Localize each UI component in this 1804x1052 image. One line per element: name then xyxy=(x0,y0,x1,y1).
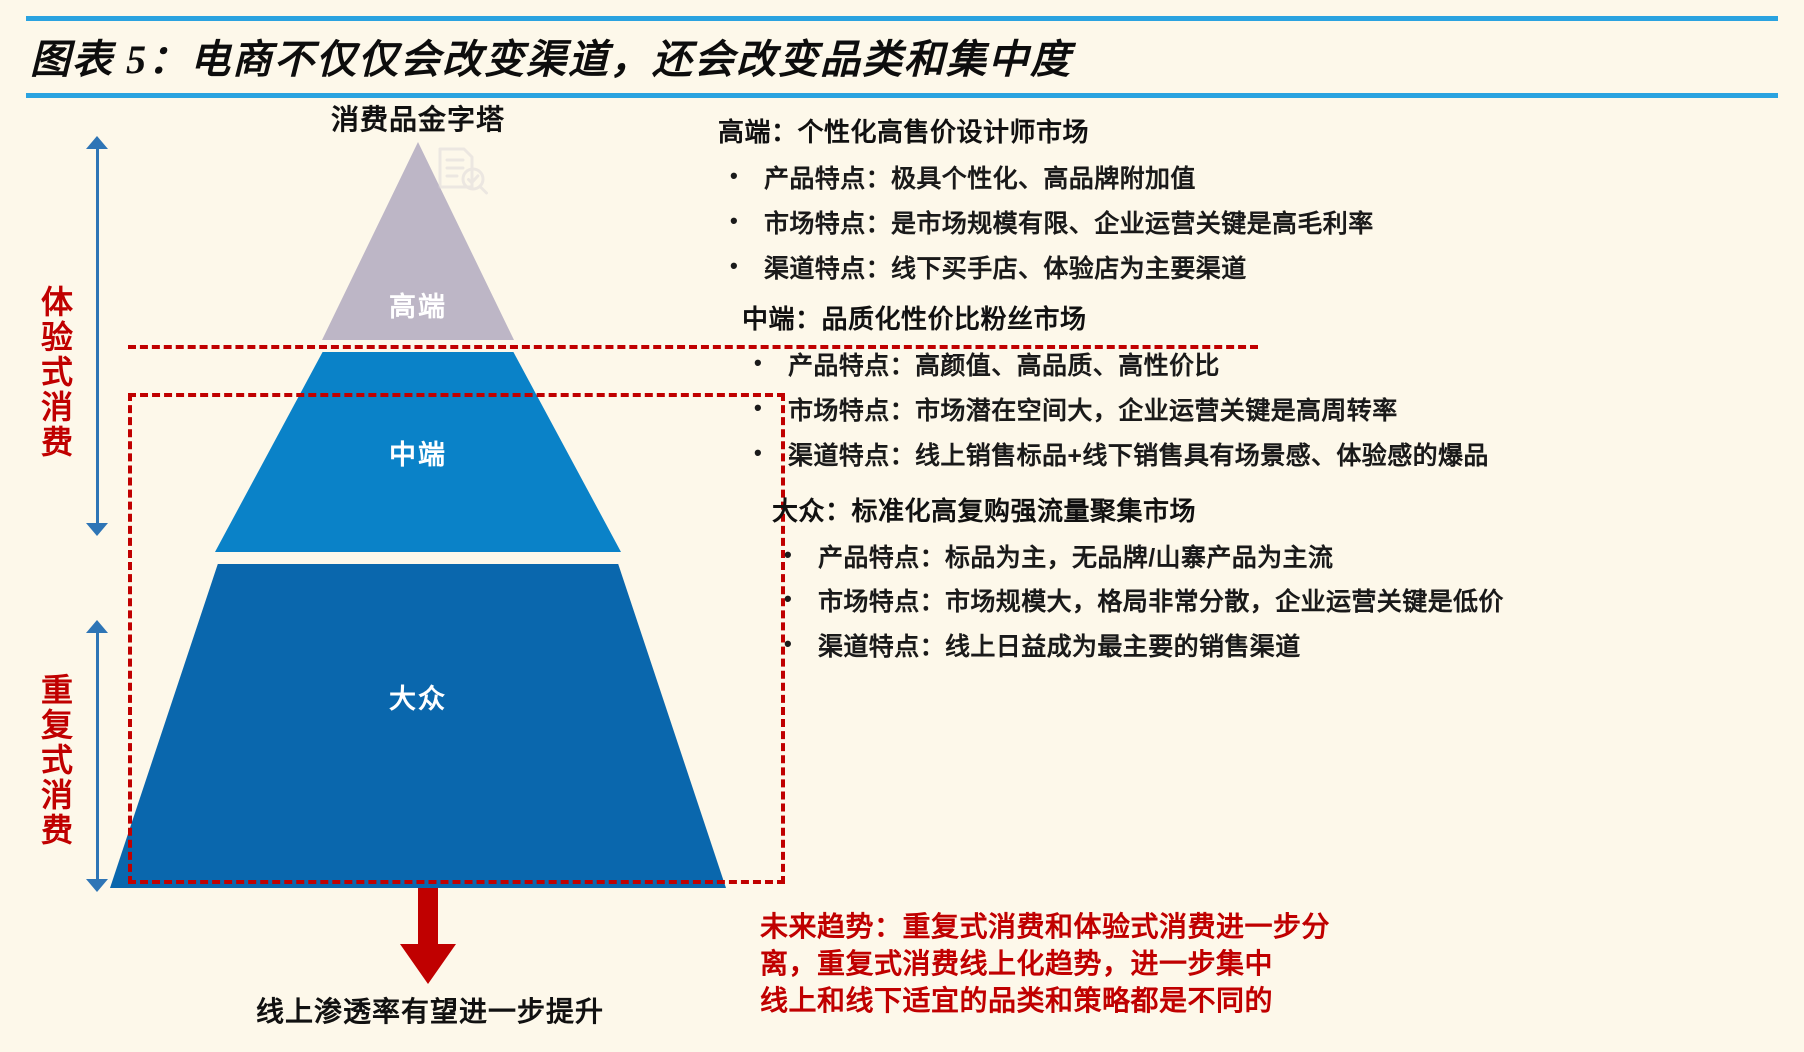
arrow-head-up-icon xyxy=(86,620,108,633)
title-rule-top xyxy=(26,16,1778,21)
axis-label-repeat-consumption: 重复式消费 xyxy=(37,672,73,848)
list-item: 产品特点：极具个性化、高品牌附加值 xyxy=(718,163,1788,194)
pyramid-tier-mass: 大众 xyxy=(110,564,726,888)
arrow-head-up-icon xyxy=(86,136,108,149)
conclusion-text: 未来趋势：重复式消费和体验式消费进一步分 离，重复式消费线上化趋势，进一步集中 … xyxy=(760,908,1780,1020)
pyramid-tier-mid: 中端 xyxy=(215,352,621,552)
down-arrow-icon xyxy=(400,888,456,984)
list-item: 市场特点：市场规模大，格局非常分散，企业运营关键是低价 xyxy=(772,586,1788,617)
conclusion-line: 离，重复式消费线上化趋势，进一步集中 xyxy=(760,948,1274,980)
list-item: 渠道特点：线下买手店、体验店为主要渠道 xyxy=(718,253,1788,284)
list-item: 市场特点：是市场规模有限、企业运营关键是高毛利率 xyxy=(718,208,1788,239)
focus-box-top-dashed-line xyxy=(128,345,1258,349)
list-item: 渠道特点：线上日益成为最主要的销售渠道 xyxy=(772,631,1788,662)
arrow-head-down-icon xyxy=(86,523,108,536)
conclusion-line: 线上和线下适宜的品类和策略都是不同的 xyxy=(760,985,1274,1017)
arrow-shaft xyxy=(96,630,99,882)
list-item: 市场特点：市场潜在空间大，企业运营关键是高周转率 xyxy=(742,395,1788,426)
details-panel: 高端：个性化高售价设计师市场 产品特点：极具个性化、高品牌附加值 市场特点：是市… xyxy=(718,112,1788,678)
bullet-list: 产品特点：极具个性化、高品牌附加值 市场特点：是市场规模有限、企业运营关键是高毛… xyxy=(718,163,1788,284)
title-rule-bottom xyxy=(26,93,1778,98)
arrow-head-down-icon xyxy=(86,879,108,892)
arrow-shaft xyxy=(96,146,99,526)
bullet-list: 产品特点：标品为主，无品牌/山寨产品为主流 市场特点：市场规模大，格局非常分散，… xyxy=(772,542,1788,662)
conclusion-line: 未来趋势：重复式消费和体验式消费进一步分 xyxy=(760,911,1331,942)
axis-label-experience-consumption: 体验式消费 xyxy=(37,284,73,460)
section-heading: 高端：个性化高售价设计师市场 xyxy=(718,117,1090,147)
document-check-icon xyxy=(438,147,488,195)
repeat-range-arrow xyxy=(86,620,108,892)
list-item: 产品特点：高颜值、高品质、高性价比 xyxy=(742,350,1788,381)
page-title: 图表 5：电商不仅仅会改变渠道，还会改变品类和集中度 xyxy=(30,37,1072,82)
pyramid-title: 消费品金字塔 xyxy=(330,104,505,135)
bullet-list: 产品特点：高颜值、高品质、高性价比 市场特点：市场潜在空间大，企业运营关键是高周… xyxy=(742,350,1788,471)
bottom-caption: 线上渗透率有望进一步提升 xyxy=(255,996,604,1027)
section-high-end: 高端：个性化高售价设计师市场 产品特点：极具个性化、高品牌附加值 市场特点：是市… xyxy=(718,112,1788,283)
section-heading: 中端：品质化性价比粉丝市场 xyxy=(742,304,1087,335)
section-mid-end: 中端：品质化性价比粉丝市场 产品特点：高颜值、高品质、高性价比 市场特点：市场潜… xyxy=(742,299,1788,470)
experience-range-arrow xyxy=(86,136,108,536)
section-heading: 大众：标准化高复购强流量聚集市场 xyxy=(772,495,1197,526)
list-item: 产品特点：标品为主，无品牌/山寨产品为主流 xyxy=(772,542,1788,573)
section-mass-market: 大众：标准化高复购强流量聚集市场 产品特点：标品为主，无品牌/山寨产品为主流 市… xyxy=(772,491,1788,662)
list-item: 渠道特点：线上销售标品+线下销售具有场景感、体验感的爆品 xyxy=(742,440,1788,471)
